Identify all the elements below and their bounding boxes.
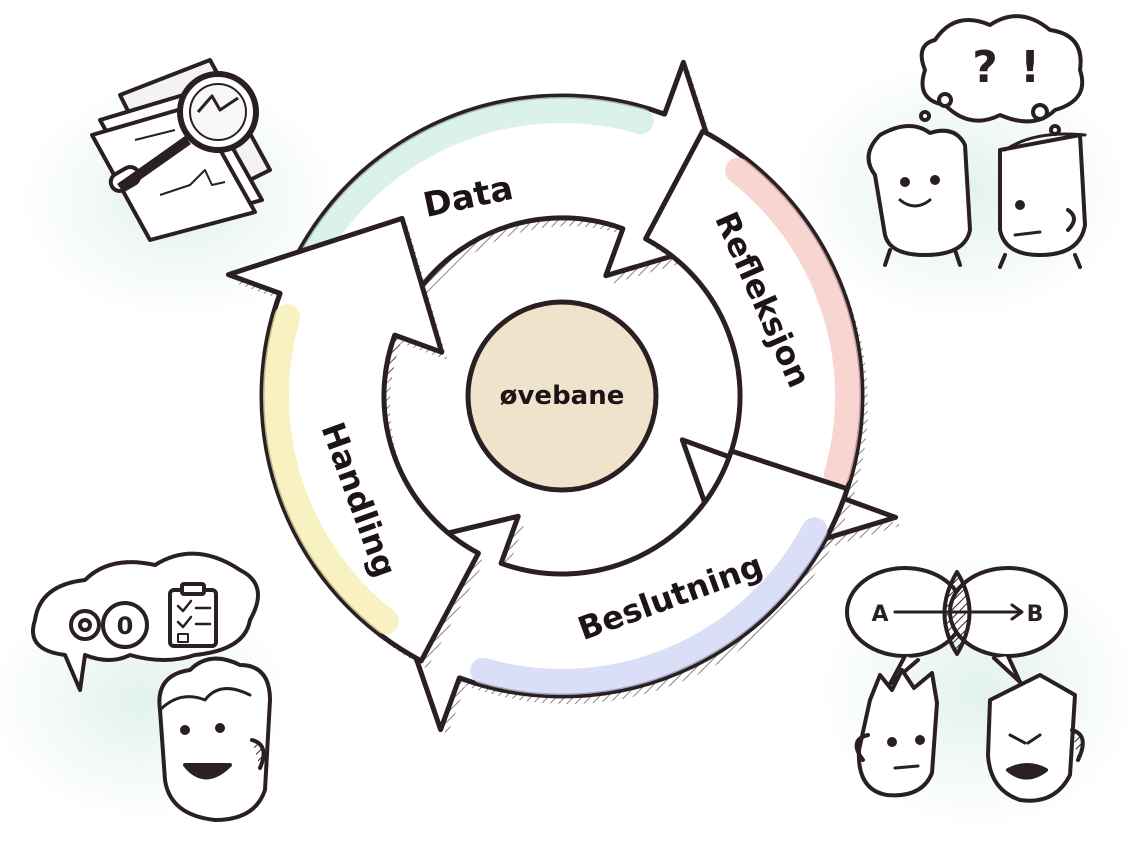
arrow-tint-handling (263, 304, 399, 635)
venn-label-b: B (1027, 602, 1044, 627)
planning-head-icon: 0 (31, 551, 272, 822)
center-node: øvebane (465, 299, 659, 493)
svg-text:0: 0 (117, 612, 134, 640)
cycle-arrows (225, 59, 902, 738)
center-circle (465, 299, 659, 493)
thinking-heads-icon: ? ! (866, 14, 1087, 269)
decision-heads-icon: A B (845, 566, 1085, 803)
thought-question: ? (972, 42, 998, 93)
arrow-tint-refleksjon (725, 157, 861, 488)
venn-label-a: A (871, 602, 888, 627)
documents-magnifier-icon (90, 58, 272, 242)
arrow-beslutning (376, 448, 850, 733)
arrow-tint-beslutning (470, 517, 828, 695)
center-label: øvebane (500, 381, 625, 411)
thought-exclaim: ! (1020, 42, 1040, 93)
